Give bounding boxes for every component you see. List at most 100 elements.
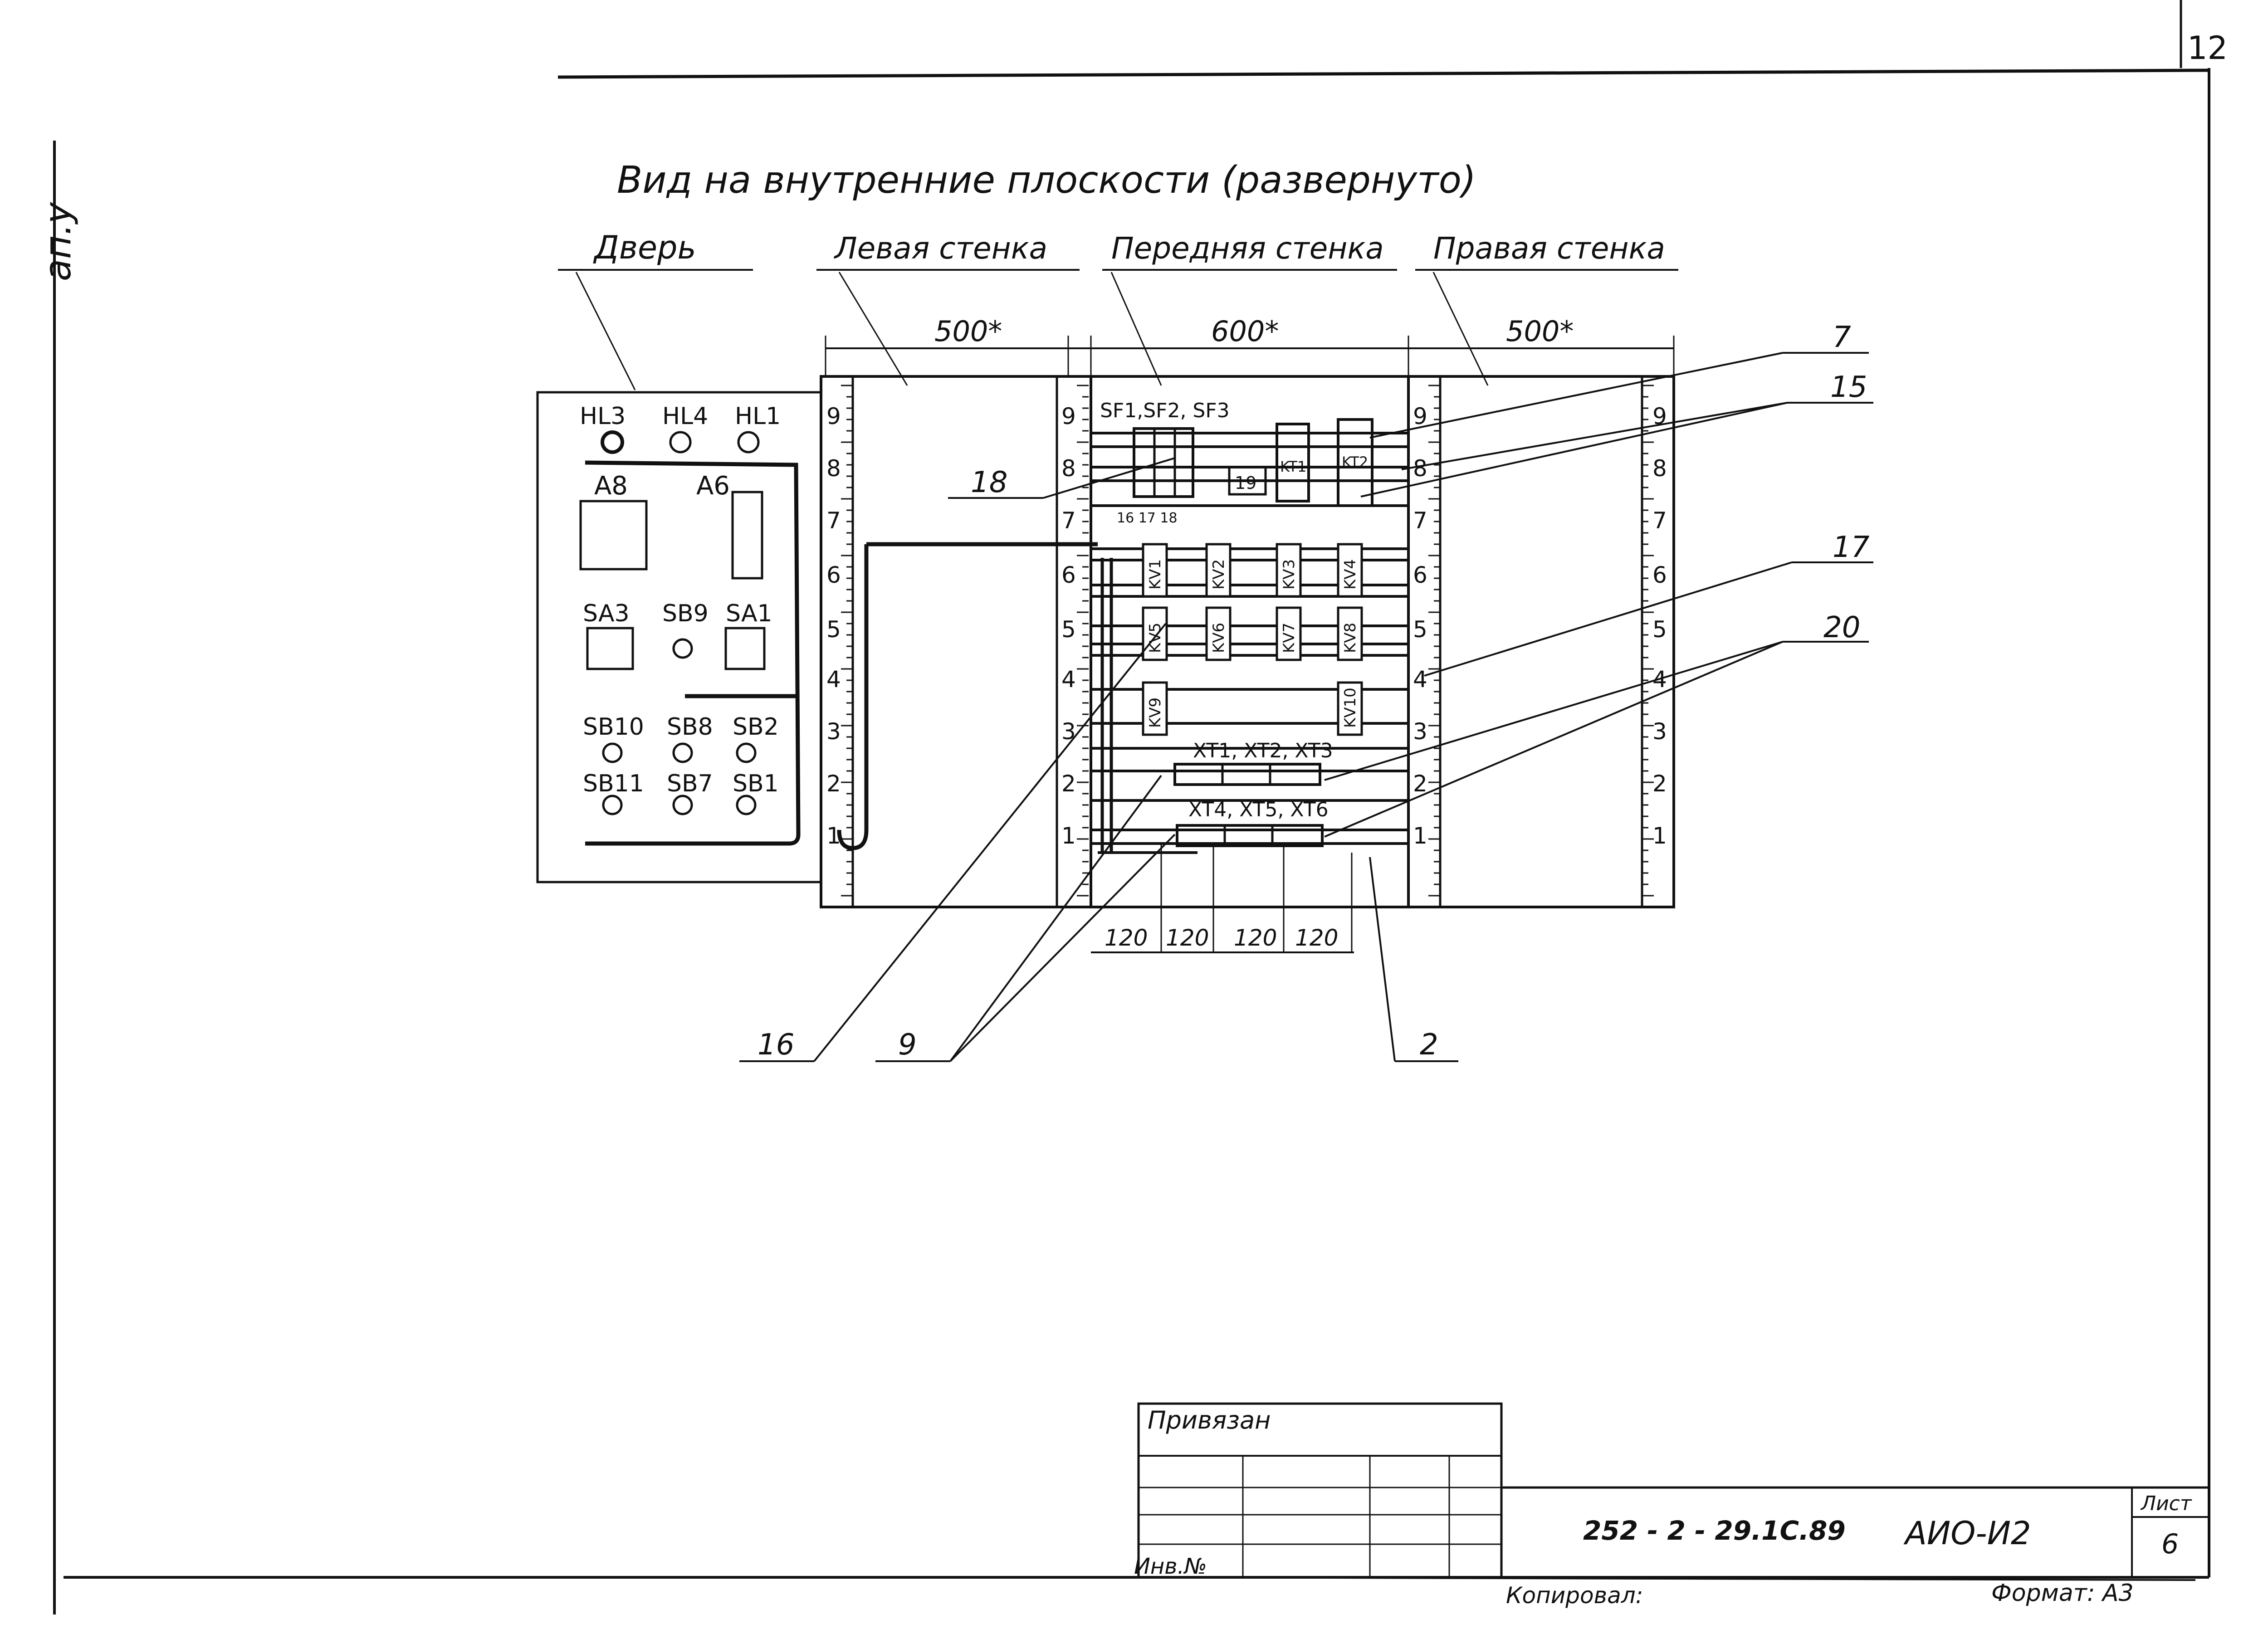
relay-label: KV7 xyxy=(1280,623,1298,653)
button-sb2-icon xyxy=(736,742,757,763)
switch-label-sa1: SA1 xyxy=(726,600,772,627)
rail-number: 5 xyxy=(1413,616,1427,643)
rail-number: 1 xyxy=(1413,823,1427,849)
terminals-lower-label: XT4, XT5, XT6 xyxy=(1188,798,1329,821)
button-label-sb10: SB10 xyxy=(583,713,644,741)
relay-kv8 xyxy=(1337,606,1363,661)
switch-sa1 xyxy=(724,627,766,670)
button-label-sb2: SB2 xyxy=(733,713,779,741)
rail-number: 2 xyxy=(1652,771,1667,797)
label-19: 19 xyxy=(1235,473,1256,493)
copied-label: Копировал: xyxy=(1506,1582,1643,1609)
callout-2: 2 xyxy=(1420,1028,1438,1062)
dim-left-width: 500* xyxy=(934,315,1002,348)
relay-label: KV10 xyxy=(1341,688,1359,728)
top-dimensions: 500* 600* 500* xyxy=(825,315,1675,376)
title-block: Привязан Инв.№ 252 - 2 - 29.1С.89 АИО-И2… xyxy=(1134,1402,2209,1609)
rail-number: 6 xyxy=(1413,562,1427,588)
breakers-sf1-sf3 xyxy=(1133,427,1194,498)
instrument-label-a6: A6 xyxy=(696,471,730,501)
lamp-label-hl1: HL1 xyxy=(735,403,781,430)
corner-number: 12 xyxy=(2187,29,2228,67)
callout-15: 15 xyxy=(1830,371,1867,404)
door-cable xyxy=(837,542,1098,850)
switch-label-sa3: SA3 xyxy=(583,600,630,627)
rail-number: 4 xyxy=(1061,666,1076,693)
device-19 xyxy=(1228,466,1267,496)
rail-number: 1 xyxy=(1061,823,1076,849)
sheet-number: 6 xyxy=(2161,1528,2179,1560)
rail-number: 6 xyxy=(826,562,841,588)
timer-label-kt2: KT2 xyxy=(1342,454,1368,471)
lamp-hl3-icon xyxy=(601,430,624,454)
timer-kt1 xyxy=(1276,423,1310,502)
relay-kv5 xyxy=(1142,606,1168,661)
lamp-hl4-icon xyxy=(669,431,692,454)
rail-number: 2 xyxy=(1061,771,1076,797)
button-sb11-icon xyxy=(602,795,623,815)
rail-number: 1 xyxy=(1652,823,1667,849)
timer-kt2 xyxy=(1337,418,1374,507)
header-leaders xyxy=(575,272,1489,390)
header-right-wall: Правая стенка xyxy=(1433,231,1665,266)
relay-kv3 xyxy=(1276,543,1302,598)
callout-9: 9 xyxy=(898,1028,917,1062)
relay-label: KV1 xyxy=(1146,559,1164,590)
relay-label: KV4 xyxy=(1341,559,1359,590)
relay-kv9 xyxy=(1142,681,1168,736)
switch-sa3 xyxy=(586,627,634,670)
document-code: 252 - 2 - 29.1С.89 xyxy=(1583,1515,1846,1546)
rail-number: 7 xyxy=(1652,507,1667,534)
spacing-1: 120 xyxy=(1105,925,1148,951)
button-sb1-icon xyxy=(736,795,757,815)
callout-17: 17 xyxy=(1833,531,1870,564)
callout-16: 16 xyxy=(758,1028,794,1062)
terminals-upper-label: XT1, XT2, XT3 xyxy=(1193,739,1333,762)
rail-number: 6 xyxy=(1652,562,1667,588)
relay-label: KV6 xyxy=(1210,623,1228,653)
header-front-wall: Передняя стенка xyxy=(1111,231,1384,266)
rail-number: 5 xyxy=(826,616,841,643)
callout-20: 20 xyxy=(1823,611,1860,644)
spacing-3: 120 xyxy=(1234,925,1277,951)
button-label-sb7: SB7 xyxy=(667,770,713,797)
dim-front-width: 600* xyxy=(1211,315,1279,348)
relay-label: KV3 xyxy=(1280,559,1298,590)
relay-kv10 xyxy=(1337,681,1363,736)
timer-label-kt1: KT1 xyxy=(1280,458,1306,475)
instrument-a8 xyxy=(579,500,648,571)
rail-number: 9 xyxy=(826,403,841,429)
rail-number: 2 xyxy=(826,771,841,797)
bottom-dimensions: 120 120 120 120 xyxy=(1091,925,1354,953)
door-panel: HL3 HL4 HL1 A8 A6 SA3 SB9 SA1 SB10 SB8 S… xyxy=(536,391,822,883)
side-label: ап.у xyxy=(37,201,79,281)
callout-18: 18 xyxy=(971,466,1007,499)
terminal-block-upper xyxy=(1173,763,1321,786)
relay-label: KV2 xyxy=(1210,559,1228,590)
rail-number: 9 xyxy=(1413,403,1427,429)
label-row7: 16 17 18 xyxy=(1117,510,1178,526)
rail-number: 5 xyxy=(1652,616,1667,643)
rail-number: 6 xyxy=(1061,562,1076,588)
button-sb10-icon xyxy=(602,742,623,763)
relay-label: KV9 xyxy=(1146,697,1164,728)
rail-ticks xyxy=(841,385,1654,897)
button-sb7-icon xyxy=(672,795,693,815)
relay-kv6 xyxy=(1205,606,1232,661)
rail-number: 3 xyxy=(826,718,841,745)
sheet-label: Лист xyxy=(2140,1492,2192,1515)
spacing-2: 120 xyxy=(1166,925,1209,951)
relay-kv1 xyxy=(1142,543,1168,598)
button-label-sb11: SB11 xyxy=(583,770,644,797)
lamp-hl1-icon xyxy=(737,431,760,454)
rail-number: 3 xyxy=(1413,718,1427,745)
relay-kv7 xyxy=(1276,606,1302,661)
page-title: Вид на внутренние плоскости (развернуто) xyxy=(617,159,1476,202)
dim-right-width: 500* xyxy=(1506,315,1574,348)
header-left-wall: Левая стенка xyxy=(834,231,1047,266)
instrument-label-a8: A8 xyxy=(594,471,628,501)
lamp-label-hl3: HL3 xyxy=(580,403,626,430)
section-headers: Дверь Левая стенка Передняя стенка Права… xyxy=(558,229,1678,271)
